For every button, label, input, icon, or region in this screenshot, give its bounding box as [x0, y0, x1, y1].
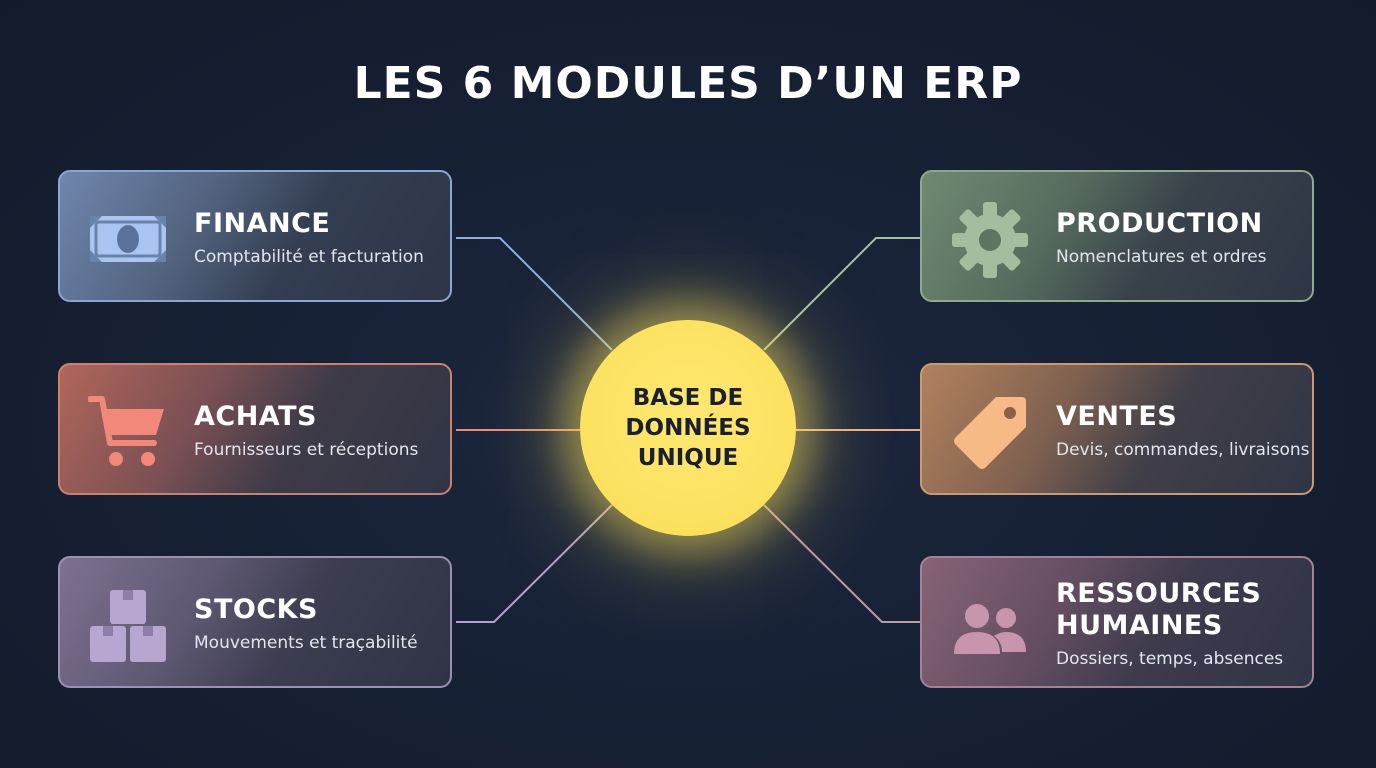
module-name: ACHATS	[194, 401, 317, 432]
boxes-icon	[88, 586, 168, 666]
shopping-cart-icon	[87, 393, 168, 473]
module-card-finance: FINANCE Comptabilité et facturation	[58, 170, 452, 302]
page-title: LES 6 MODULES D’UN ERP	[353, 58, 1023, 109]
module-card-achats: ACHATS Fournisseurs et réceptions	[58, 363, 452, 495]
banknote-icon	[88, 200, 168, 280]
connector-stocks	[456, 504, 613, 623]
connector-rh	[763, 504, 920, 623]
module-name: PRODUCTION	[1056, 208, 1263, 239]
module-description: Fournisseurs et réceptions	[194, 440, 419, 460]
gear-icon	[950, 200, 1030, 280]
central-database-hub: BASE DE DONNÉES UNIQUE	[580, 320, 796, 536]
module-name: RESSOURCES HUMAINES	[1056, 578, 1262, 641]
module-card-ventes: VENTES Devis, commandes, livraisons	[920, 363, 1314, 495]
module-name: FINANCE	[194, 208, 331, 239]
price-tag-icon	[950, 393, 1030, 473]
module-description: Devis, commandes, livraisons	[1056, 440, 1310, 460]
module-description: Dossiers, temps, absences	[1056, 649, 1284, 669]
module-card-production: PRODUCTION Nomenclatures et ordres	[920, 170, 1314, 302]
module-card-stocks: STOCKS Mouvements et traçabilité	[58, 556, 452, 688]
module-description: Nomenclatures et ordres	[1056, 247, 1267, 267]
module-description: Mouvements et traçabilité	[194, 633, 418, 653]
module-name: VENTES	[1056, 401, 1178, 432]
people-icon	[950, 586, 1030, 666]
module-description: Comptabilité et facturation	[194, 247, 424, 267]
module-card-ressources-humaines: RESSOURCES HUMAINES Dossiers, temps, abs…	[920, 556, 1314, 688]
hub-label: BASE DE DONNÉES UNIQUE	[625, 385, 751, 471]
connector-finance	[456, 237, 613, 351]
connector-production	[763, 237, 920, 351]
module-name: STOCKS	[194, 594, 318, 625]
